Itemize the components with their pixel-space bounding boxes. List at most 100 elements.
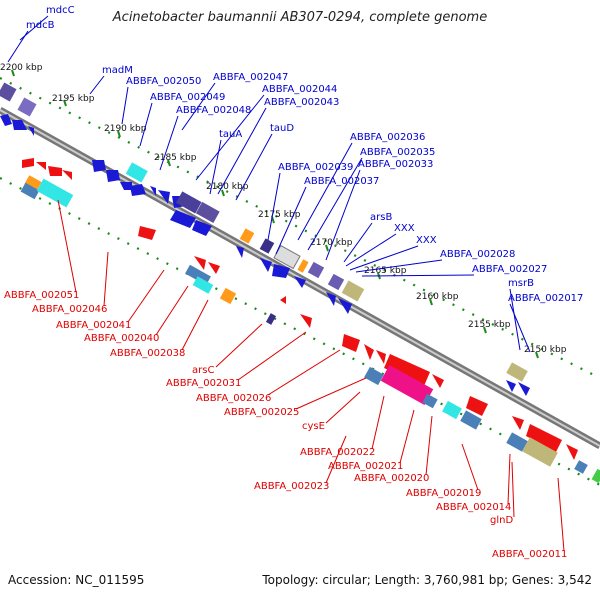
label-leader-line [121, 86, 129, 125]
gene-box [36, 178, 74, 208]
label-leader-line [507, 453, 511, 505]
tick-guides [0, 77, 600, 486]
kbp-tick-mark [11, 69, 15, 77]
gene-box [506, 362, 528, 382]
gene-arrow [506, 380, 516, 392]
gene-label: ABBFA_002026 [196, 393, 271, 404]
label-leader-line [267, 172, 281, 241]
gene-arrow [384, 354, 430, 386]
label-leader-line [345, 233, 397, 267]
gene-box [422, 393, 438, 409]
gene-label: XXX [394, 223, 415, 234]
genome-stats-text: Topology: circular; Length: 3,760,981 bp… [262, 573, 592, 587]
kbp-tick-mark [117, 130, 121, 138]
label-leader-line [267, 349, 341, 396]
gene-arrow [22, 158, 34, 168]
kbp-tick-label: 2180 kbp [206, 182, 249, 192]
label-leader-line [325, 391, 361, 424]
gene-label: ABBFA_002028 [440, 249, 515, 260]
gene-arrow [526, 424, 562, 452]
kbp-tick-mark [63, 99, 67, 107]
kbp-tick-label: 2155 kbp [468, 320, 511, 330]
gene-label: ABBFA_002019 [406, 488, 481, 499]
gene-arrow [0, 114, 12, 126]
gene-arrow [92, 160, 106, 172]
gene-label: arsC [192, 365, 214, 376]
gene-label: msrB [508, 278, 534, 289]
gene-arrow [208, 262, 220, 274]
gene-label: ABBFA_002014 [436, 502, 511, 513]
gene-arrow [48, 166, 62, 176]
gene-label: ABBFA_002038 [110, 348, 185, 359]
gene-label: arsB [370, 212, 392, 223]
label-leader-line [127, 269, 165, 323]
label-leader-line [215, 323, 263, 368]
kbp-tick-mark [325, 244, 329, 252]
label-leader-line [307, 157, 363, 251]
kbp-tick-label: 2170 kbp [310, 238, 353, 248]
gene-arrow [272, 264, 290, 278]
label-leader-line [57, 199, 77, 293]
gene-box [460, 410, 482, 430]
gene-arrow [158, 190, 170, 204]
label-leader-line [139, 102, 153, 147]
gene-box [380, 365, 434, 405]
gene-label: ABBFA_002049 [150, 92, 225, 103]
label-leader-line [181, 299, 209, 351]
label-leader-line [209, 139, 222, 195]
label-leader-line [195, 94, 265, 181]
gene-box [125, 162, 148, 183]
kbp-tick-label: 2160 kbp [416, 292, 459, 302]
label-leader-line [89, 75, 105, 95]
gene-box [265, 313, 277, 325]
gene-arrow [518, 382, 530, 396]
kbp-tick-label: 2175 kbp [258, 210, 301, 220]
label-leader-line [461, 443, 479, 491]
gene-label: ABBFA_002044 [262, 84, 337, 95]
gene-box [24, 175, 42, 191]
gene-arrow [342, 334, 360, 352]
kbp-tick-label: 2165 kbp [364, 266, 407, 276]
label-leader-line [509, 303, 531, 353]
forward-features [0, 82, 530, 396]
label-leader-line [509, 288, 521, 351]
gene-arrow [36, 162, 46, 170]
label-leader-line [349, 245, 419, 271]
label-leader-line [297, 142, 353, 241]
gene-arrow [326, 292, 336, 306]
label-leader-line [217, 107, 267, 195]
gene-box [0, 82, 17, 102]
gene-box [442, 400, 462, 420]
gene-box [259, 238, 275, 254]
gene-box [307, 261, 325, 279]
gene-arrow [376, 350, 386, 364]
gene-box [522, 437, 558, 467]
label-leader-line [361, 274, 475, 277]
gene-label: ABBFA_002011 [492, 549, 567, 560]
label-leader-line [155, 285, 189, 336]
kbp-tick-mark [167, 159, 171, 167]
label-leader-line [159, 115, 179, 171]
gene-label: XXX [416, 235, 437, 246]
gene-arrow [62, 170, 72, 180]
kbp-tick-label: 2195 kbp [52, 94, 95, 104]
gene-label: ABBFA_002043 [264, 97, 339, 108]
gene-box [297, 259, 309, 273]
gene-label: ABBFA_002017 [508, 293, 583, 304]
gene-box [239, 228, 255, 244]
gene-arrow [260, 258, 272, 272]
gene-box [341, 280, 365, 302]
gene-arrow [130, 184, 146, 196]
gene-arrow [12, 120, 27, 130]
gene-arrow [28, 126, 34, 136]
gene-label: ABBFA_002046 [32, 304, 107, 315]
gene-label: ABBFA_002022 [300, 447, 375, 458]
label-leader-line [343, 222, 373, 263]
gene-arrow [432, 374, 444, 388]
gene-box [591, 468, 600, 484]
accession-text: Accession: NC_011595 [8, 573, 145, 587]
kbp-tick-mark [221, 189, 225, 197]
